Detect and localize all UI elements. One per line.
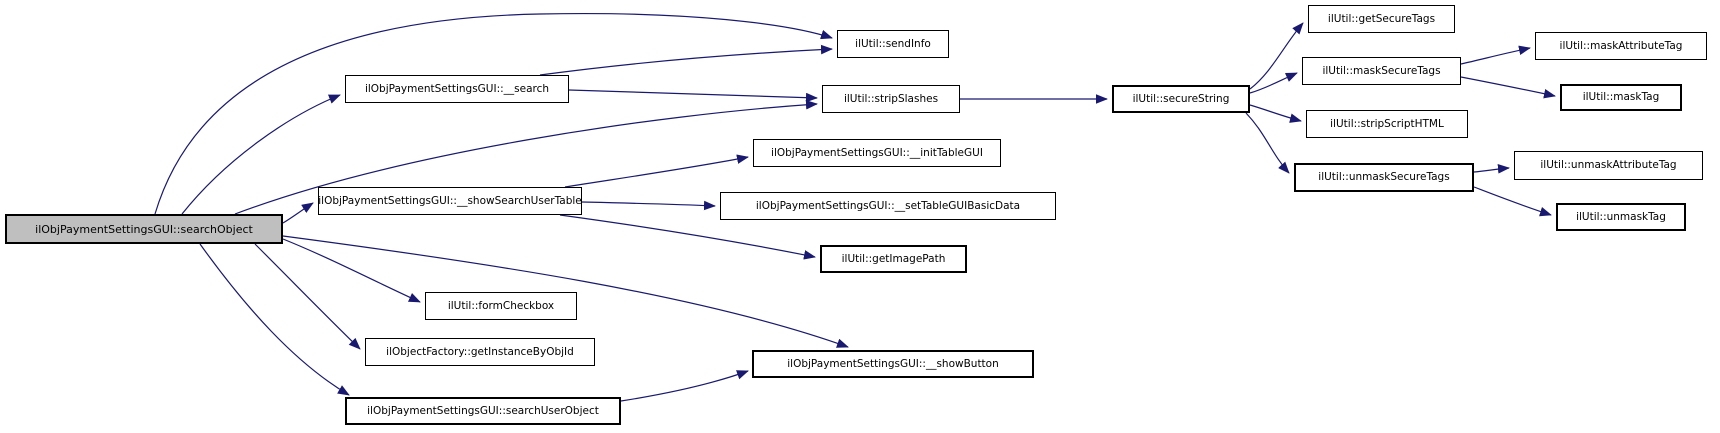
- graph-node-label: ilObjPaymentSettingsGUI::__showSearchUse…: [318, 194, 582, 207]
- edge-search_object-to-search_user_object: [199, 243, 350, 396]
- graph-node-get-instance-by-obj-id[interactable]: ilObjectFactory::getInstanceByObjId: [365, 338, 595, 366]
- graph-node-mask-secure-tags[interactable]: ilUtil::maskSecureTags: [1302, 57, 1461, 85]
- graph-node-init-table-gui[interactable]: ilObjPaymentSettingsGUI::__initTableGUI: [753, 139, 1001, 167]
- graph-node-show-button[interactable]: ilObjPaymentSettingsGUI::__showButton: [752, 350, 1034, 378]
- graph-node-label: ilObjectFactory::getInstanceByObjId: [386, 345, 574, 358]
- graph-node-label: ilObjPaymentSettingsGUI::searchObject: [35, 222, 253, 236]
- graph-node-strip-slashes[interactable]: ilUtil::stripSlashes: [822, 85, 960, 113]
- edge-search-to-strip_slashes: [568, 89, 818, 103]
- graph-node-send-info[interactable]: ilUtil::sendInfo: [837, 30, 949, 58]
- graph-node-form-checkbox[interactable]: ilUtil::formCheckbox: [425, 292, 577, 320]
- edge-search_object-to-search: [181, 94, 341, 215]
- edge-search_object-to-get_instance_by_obj_id: [254, 243, 361, 350]
- graph-node-label: ilUtil::stripScriptHTML: [1330, 117, 1444, 130]
- edge-search_object-to-show_search_user_table: [282, 202, 314, 224]
- graph-node-label: ilUtil::maskSecureTags: [1322, 64, 1441, 77]
- edge-show_search_user_table-to-set_table_gui_basic_data: [581, 200, 716, 211]
- edge-unmask_secure_tags-to-unmask_tag: [1473, 186, 1552, 217]
- graph-node-search-user-object[interactable]: ilObjPaymentSettingsGUI::searchUserObjec…: [345, 397, 621, 425]
- edge-secure_string-to-get_secure_tags: [1249, 22, 1304, 90]
- edge-search_object-to-send_info: [154, 12, 833, 215]
- graph-node-label: ilObjPaymentSettingsGUI::__setTableGUIBa…: [755, 199, 1021, 212]
- graph-node-label: ilObjPaymentSettingsGUI::__search: [364, 82, 550, 95]
- graph-node-search[interactable]: ilObjPaymentSettingsGUI::__search: [345, 75, 569, 103]
- graph-node-get-image-path[interactable]: ilUtil::getImagePath: [820, 245, 967, 273]
- graph-node-label: ilUtil::secureString: [1132, 92, 1230, 105]
- edge-search-to-send_info: [539, 44, 833, 76]
- graph-node-label: ilUtil::sendInfo: [855, 37, 931, 50]
- edge-search_user_object-to-show_button: [620, 370, 749, 402]
- edge-mask_secure_tags-to-mask_tag: [1460, 76, 1556, 99]
- edge-show_search_user_table-to-init_table_gui: [564, 154, 749, 188]
- graph-node-label: ilObjPaymentSettingsGUI::__initTableGUI: [771, 146, 983, 159]
- graph-node-unmask-secure-tags[interactable]: ilUtil::unmaskSecureTags: [1294, 163, 1474, 192]
- graph-node-strip-script-html[interactable]: ilUtil::stripScriptHTML: [1306, 110, 1468, 138]
- edge-unmask_secure_tags-to-unmask_attribute_tag: [1473, 164, 1510, 174]
- edge-secure_string-to-mask_secure_tags: [1249, 72, 1298, 94]
- graph-node-label: ilUtil::maskTag: [1582, 91, 1660, 104]
- graph-node-label: ilUtil::unmaskAttributeTag: [1540, 159, 1677, 172]
- graph-node-get-secure-tags[interactable]: ilUtil::getSecureTags: [1308, 5, 1455, 33]
- graph-node-unmask-tag[interactable]: ilUtil::unmaskTag: [1556, 203, 1686, 231]
- graph-node-label: ilUtil::unmaskTag: [1576, 210, 1666, 223]
- graph-node-mask-attribute-tag[interactable]: ilUtil::maskAttributeTag: [1535, 32, 1707, 60]
- edge-show_search_user_table-to-get_image_path: [559, 214, 816, 260]
- graph-node-mask-tag[interactable]: ilUtil::maskTag: [1560, 84, 1682, 111]
- graph-node-set-table-gui-basic-data[interactable]: ilObjPaymentSettingsGUI::__setTableGUIBa…: [720, 192, 1056, 220]
- graph-node-label: ilObjPaymentSettingsGUI::searchUserObjec…: [367, 404, 599, 417]
- graph-node-show-search-user-table[interactable]: ilObjPaymentSettingsGUI::__showSearchUse…: [318, 187, 582, 215]
- graph-node-label: ilUtil::getSecureTags: [1327, 12, 1436, 25]
- graph-node-search-object: ilObjPaymentSettingsGUI::searchObject: [5, 214, 283, 244]
- edge-secure_string-to-strip_script_html: [1249, 104, 1302, 123]
- graph-node-unmask-attribute-tag[interactable]: ilUtil::unmaskAttributeTag: [1514, 151, 1703, 180]
- edge-search_object-to-form_checkbox: [282, 238, 421, 303]
- graph-node-label: ilUtil::stripSlashes: [843, 92, 939, 105]
- edge-mask_secure_tags-to-mask_attribute_tag: [1460, 45, 1531, 65]
- edge-secure_string-to-unmask_secure_tags: [1245, 112, 1290, 174]
- graph-node-label: ilUtil::unmaskSecureTags: [1318, 171, 1450, 184]
- graph-node-label: ilUtil::formCheckbox: [447, 299, 555, 312]
- graph-node-label: ilUtil::maskAttributeTag: [1559, 39, 1683, 52]
- graph-node-label: ilUtil::getImagePath: [841, 252, 946, 265]
- graph-node-label: ilObjPaymentSettingsGUI::__showButton: [787, 357, 999, 370]
- graph-node-secure-string[interactable]: ilUtil::secureString: [1112, 85, 1250, 113]
